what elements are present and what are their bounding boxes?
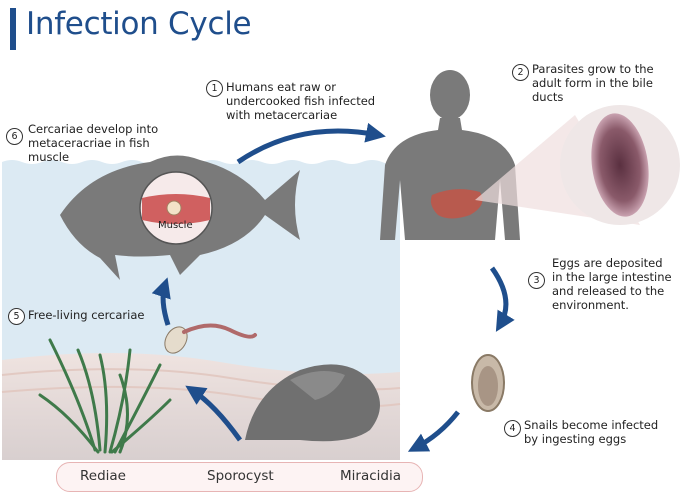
title-accent-bar	[10, 8, 16, 50]
muscle-label: Muscle	[158, 220, 193, 231]
step-4-text: Snails become infected by ingesting eggs	[524, 418, 659, 446]
liver	[430, 189, 483, 219]
snail-silhouette	[245, 364, 380, 442]
step-3-text: Eggs are deposited in the large intestin…	[552, 256, 672, 312]
step-4-number: 4	[504, 420, 521, 437]
step-6-number: 6	[6, 128, 23, 145]
cercaria	[164, 326, 188, 354]
step-5-number: 5	[8, 308, 25, 325]
arrow-egg-to-snail	[407, 410, 460, 452]
step-2-text: Parasites grow to the adult form in the …	[532, 62, 654, 104]
seaweed-grass	[38, 338, 172, 454]
arrow-human-to-egg	[489, 266, 515, 332]
step-6-text: Cercariae develop into metaceracriae in …	[28, 122, 159, 164]
human-silhouette	[380, 70, 520, 240]
stage-miracidia: Miracidia	[340, 468, 401, 484]
arrow-fish-to-human	[236, 122, 386, 165]
larval-stages-bar	[56, 462, 423, 492]
arrow-snail-to-cercaria	[185, 385, 243, 442]
arrow-cercaria-to-fish	[151, 277, 171, 326]
step-1-number: 1	[206, 80, 223, 97]
stage-rediae: Rediae	[80, 468, 126, 484]
step-1-text: Humans eat raw or undercooked fish infec…	[226, 80, 376, 122]
step-5-text: Free-living cercariae	[28, 308, 145, 322]
stage-sporocyst: Sporocyst	[207, 468, 274, 484]
step-3-number: 3	[528, 272, 545, 289]
page-title: Infection Cycle	[26, 6, 252, 42]
step-2-number: 2	[512, 64, 529, 81]
